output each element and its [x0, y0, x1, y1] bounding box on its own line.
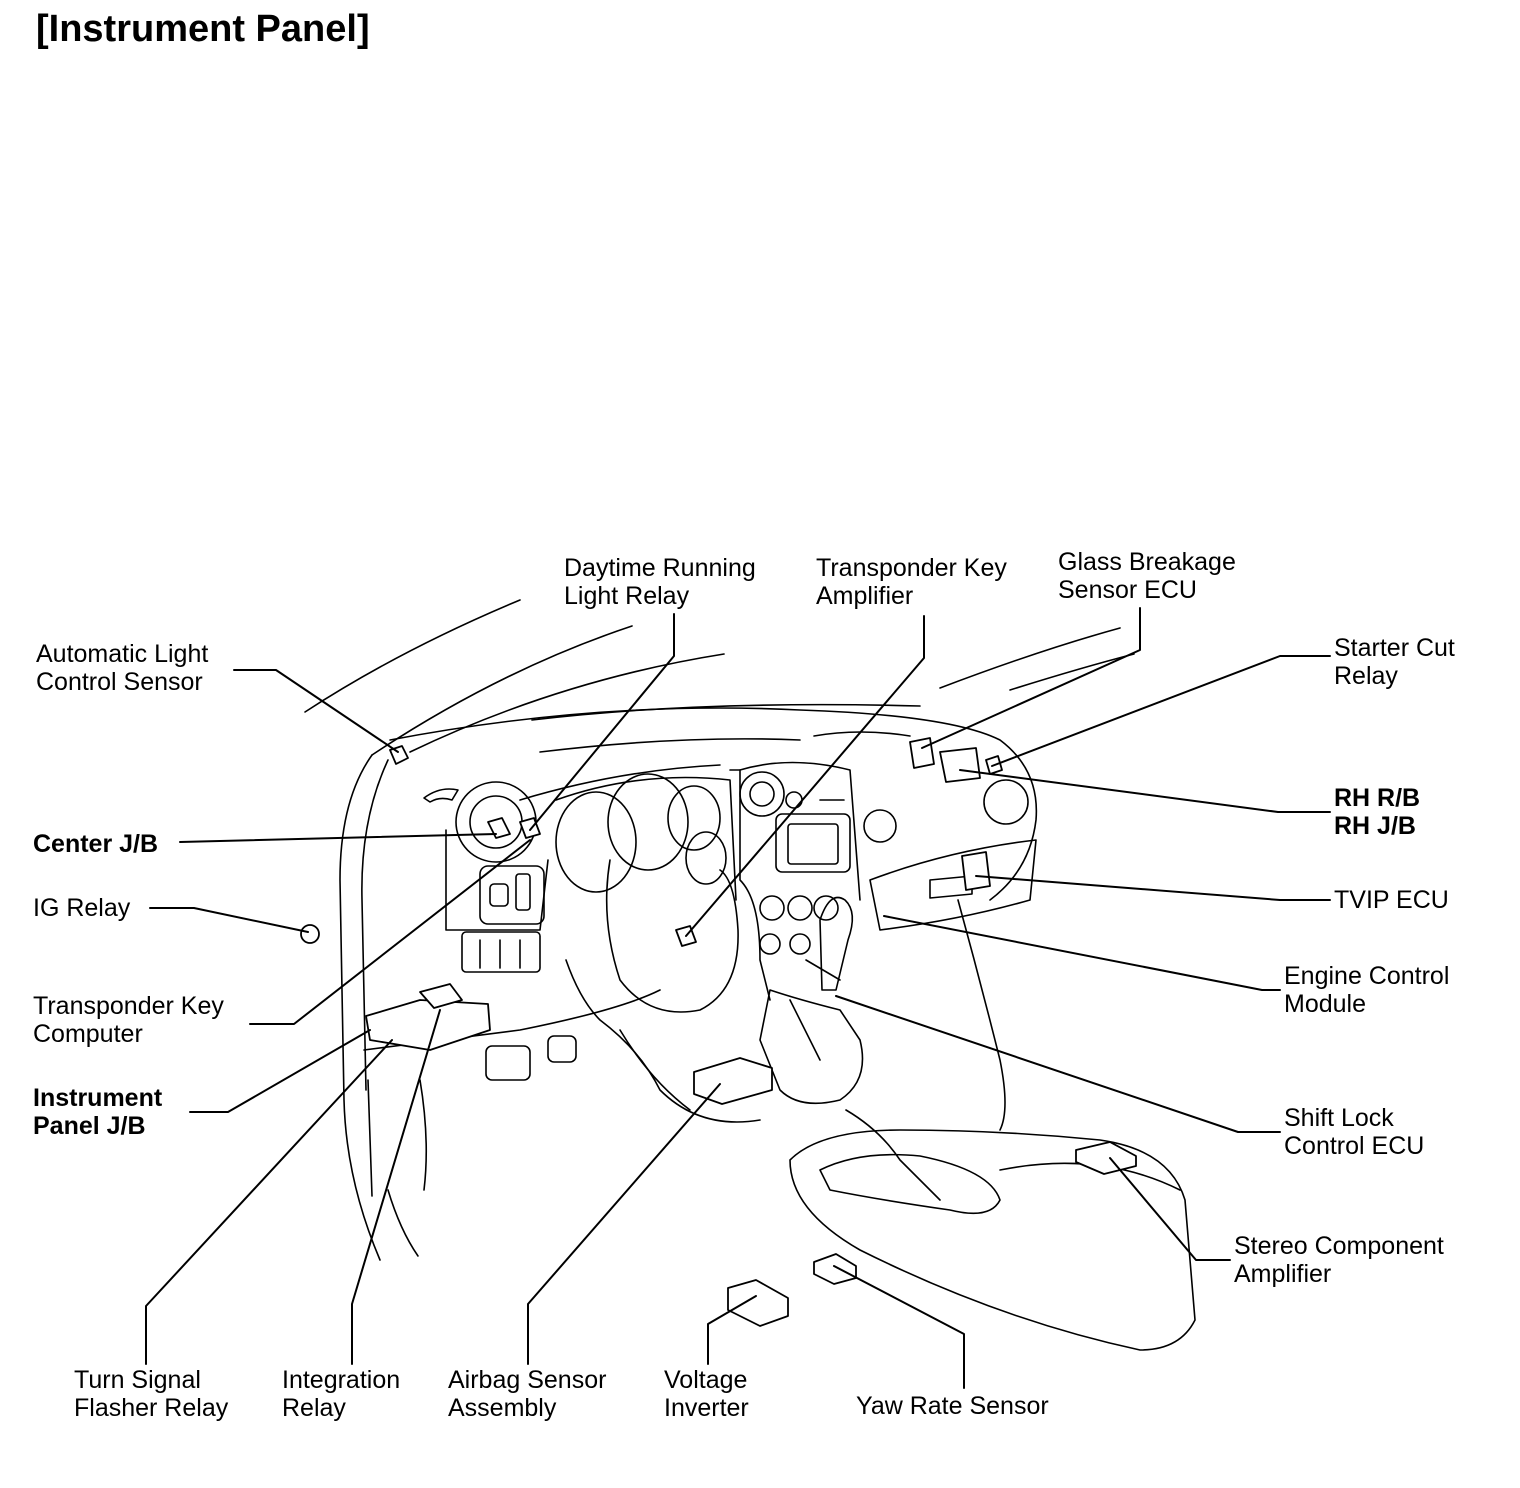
dashboard-outline — [304, 599, 1196, 1351]
page-title: [Instrument Panel] — [36, 8, 370, 50]
leader-transponder-key-amplifier — [685, 615, 925, 937]
label-airbag-sensor-assembly: Airbag Sensor Assembly — [448, 1366, 607, 1422]
yaw-rate-sensor-part — [813, 1253, 857, 1285]
label-transponder-key-computer: Transponder Key Computer — [33, 992, 224, 1048]
leader-center-jb — [179, 833, 497, 843]
leader-stereo-amplifier — [1109, 1157, 1231, 1261]
leader-turn-signal — [145, 1039, 393, 1365]
center-jb-part — [487, 817, 511, 839]
leader-transponder-key-computer — [249, 839, 531, 1025]
airbag-sensor-assembly-part — [693, 1057, 773, 1105]
leader-airbag-sensor — [527, 1083, 721, 1365]
ig-relay-part — [300, 924, 320, 944]
leader-glass-breakage — [921, 607, 1141, 749]
label-instrument-panel-jb: Instrument Panel J/B — [33, 1084, 163, 1140]
label-shift-lock-control-ecu: Shift Lock Control ECU — [1284, 1104, 1425, 1160]
instrument-panel-jb-part — [365, 999, 491, 1051]
label-tvip-ecu: TVIP ECU — [1334, 886, 1449, 914]
leader-ig-relay — [149, 907, 309, 933]
leader-lines — [145, 607, 1331, 1389]
label-center-jb: Center J/B — [33, 830, 159, 858]
leader-engine-control-module — [883, 915, 1281, 991]
leader-yaw-rate — [833, 1265, 965, 1389]
label-integration-relay: Integration Relay — [282, 1366, 401, 1422]
tvip-ecu-part — [961, 851, 991, 891]
leader-voltage-inverter — [707, 1295, 757, 1365]
voltage-inverter-part — [727, 1279, 789, 1327]
leader-instrument-panel-jb — [189, 1029, 371, 1113]
label-transponder-key-amplifier: Transponder Key Amplifier — [816, 554, 1007, 610]
label-engine-control-module: Engine Control Module — [1284, 962, 1450, 1018]
leader-rh-rb-jb — [959, 769, 1331, 813]
label-daytime-running-light-relay: Daytime Running Light Relay — [564, 554, 756, 610]
label-rh-rb-jb: RH R/B RH J/B — [1334, 784, 1421, 840]
leader-starter-cut — [991, 655, 1331, 767]
label-voltage-inverter: Voltage Inverter — [664, 1366, 749, 1422]
leader-tvip-ecu — [975, 875, 1331, 901]
integration-relay-part — [419, 983, 463, 1009]
leader-shift-lock — [835, 995, 1281, 1133]
rh-rb-jb-part — [939, 747, 981, 783]
label-yaw-rate-sensor: Yaw Rate Sensor — [856, 1392, 1049, 1420]
label-starter-cut-relay: Starter Cut Relay — [1334, 634, 1455, 690]
leader-integration-relay — [351, 1009, 441, 1365]
label-stereo-component-amplifier: Stereo Component Amplifier — [1234, 1232, 1444, 1288]
label-turn-signal-flasher-relay: Turn Signal Flasher Relay — [74, 1366, 229, 1422]
glass-breakage-sensor-ecu-part — [909, 737, 935, 769]
label-ig-relay: IG Relay — [33, 894, 131, 922]
leader-automatic-light — [233, 669, 399, 753]
stereo-component-amplifier-part — [1075, 1141, 1137, 1175]
leader-daytime-running — [529, 613, 675, 831]
label-automatic-light-control-sensor: Automatic Light Control Sensor — [36, 640, 209, 696]
label-glass-breakage-sensor-ecu: Glass Breakage Sensor ECU — [1058, 548, 1236, 604]
